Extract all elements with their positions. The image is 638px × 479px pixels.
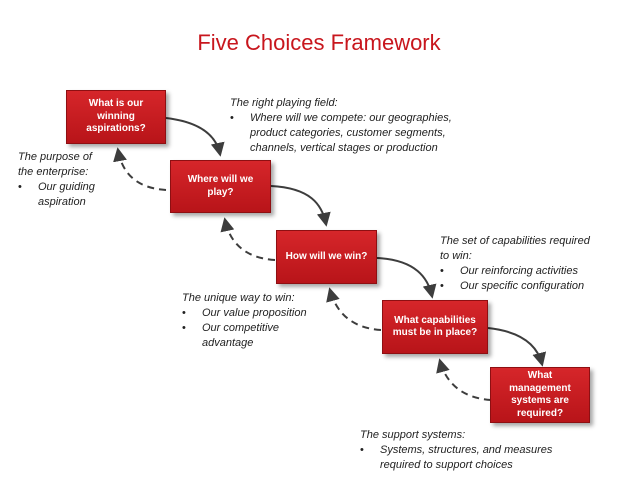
box-label: How will we win? [285, 250, 368, 262]
note-capabilities: The set of capabilities required to win:… [440, 234, 630, 294]
forward-arrow-4 [487, 327, 547, 367]
box-where-to-play: Where will we play? [170, 160, 271, 213]
forward-arrow-3 [376, 257, 437, 299]
box-how-to-win: How will we win? [276, 230, 377, 284]
feedback-arrow-3 [326, 287, 382, 331]
note-bullet: Our guiding aspiration [18, 180, 128, 210]
diagram-title: Five Choices Framework [197, 30, 441, 55]
feedback-arrow-2 [220, 217, 276, 261]
note-bullet: Systems, structures, and measures requir… [360, 443, 600, 473]
note-heading: The unique way to win: [182, 292, 295, 304]
note-unique-way: The unique way to win: Our value proposi… [182, 291, 342, 351]
note-heading: The set of capabilities required to win: [440, 235, 590, 262]
note-heading: The purpose of the enterprise: [18, 151, 92, 178]
forward-arrow-1 [165, 117, 225, 157]
box-capabilities: What capabilities must be in place? [382, 300, 488, 354]
note-bullet: Our competitive advantage [182, 321, 342, 351]
note-bullets: Where will we compete: our geographies, … [230, 111, 490, 156]
note-bullets: Systems, structures, and measures requir… [360, 443, 600, 473]
forward-arrow-2 [270, 185, 331, 227]
note-bullets: Our guiding aspiration [18, 180, 128, 210]
note-bullet: Our reinforcing activities [440, 264, 630, 279]
note-heading: The right playing field: [230, 97, 338, 109]
feedback-arrow-4 [436, 358, 492, 401]
box-label: What management systems are required? [509, 370, 571, 419]
box-label: Where will we play? [187, 174, 254, 198]
box-management-systems: What management systems are required? [490, 367, 590, 423]
box-label: What capabilities must be in place? [392, 314, 478, 339]
note-bullets: Our reinforcing activities Our specific … [440, 264, 630, 294]
feedback-arrow-1 [113, 147, 167, 191]
box-winning-aspiration: What is our winning aspirations? [66, 90, 166, 144]
note-aspiration: The purpose of the enterprise: Our guidi… [18, 150, 128, 210]
note-playing-field: The right playing field: Where will we c… [230, 96, 490, 156]
note-bullets: Our value proposition Our competitive ad… [182, 306, 342, 351]
note-heading: The support systems: [360, 429, 466, 441]
box-label: What is our winning aspirations? [86, 98, 146, 135]
note-bullet: Our specific configuration [440, 279, 630, 294]
note-bullet: Where will we compete: our geographies, … [230, 111, 490, 156]
note-bullet: Our value proposition [182, 306, 342, 321]
note-support-systems: The support systems: Systems, structures… [360, 428, 600, 473]
